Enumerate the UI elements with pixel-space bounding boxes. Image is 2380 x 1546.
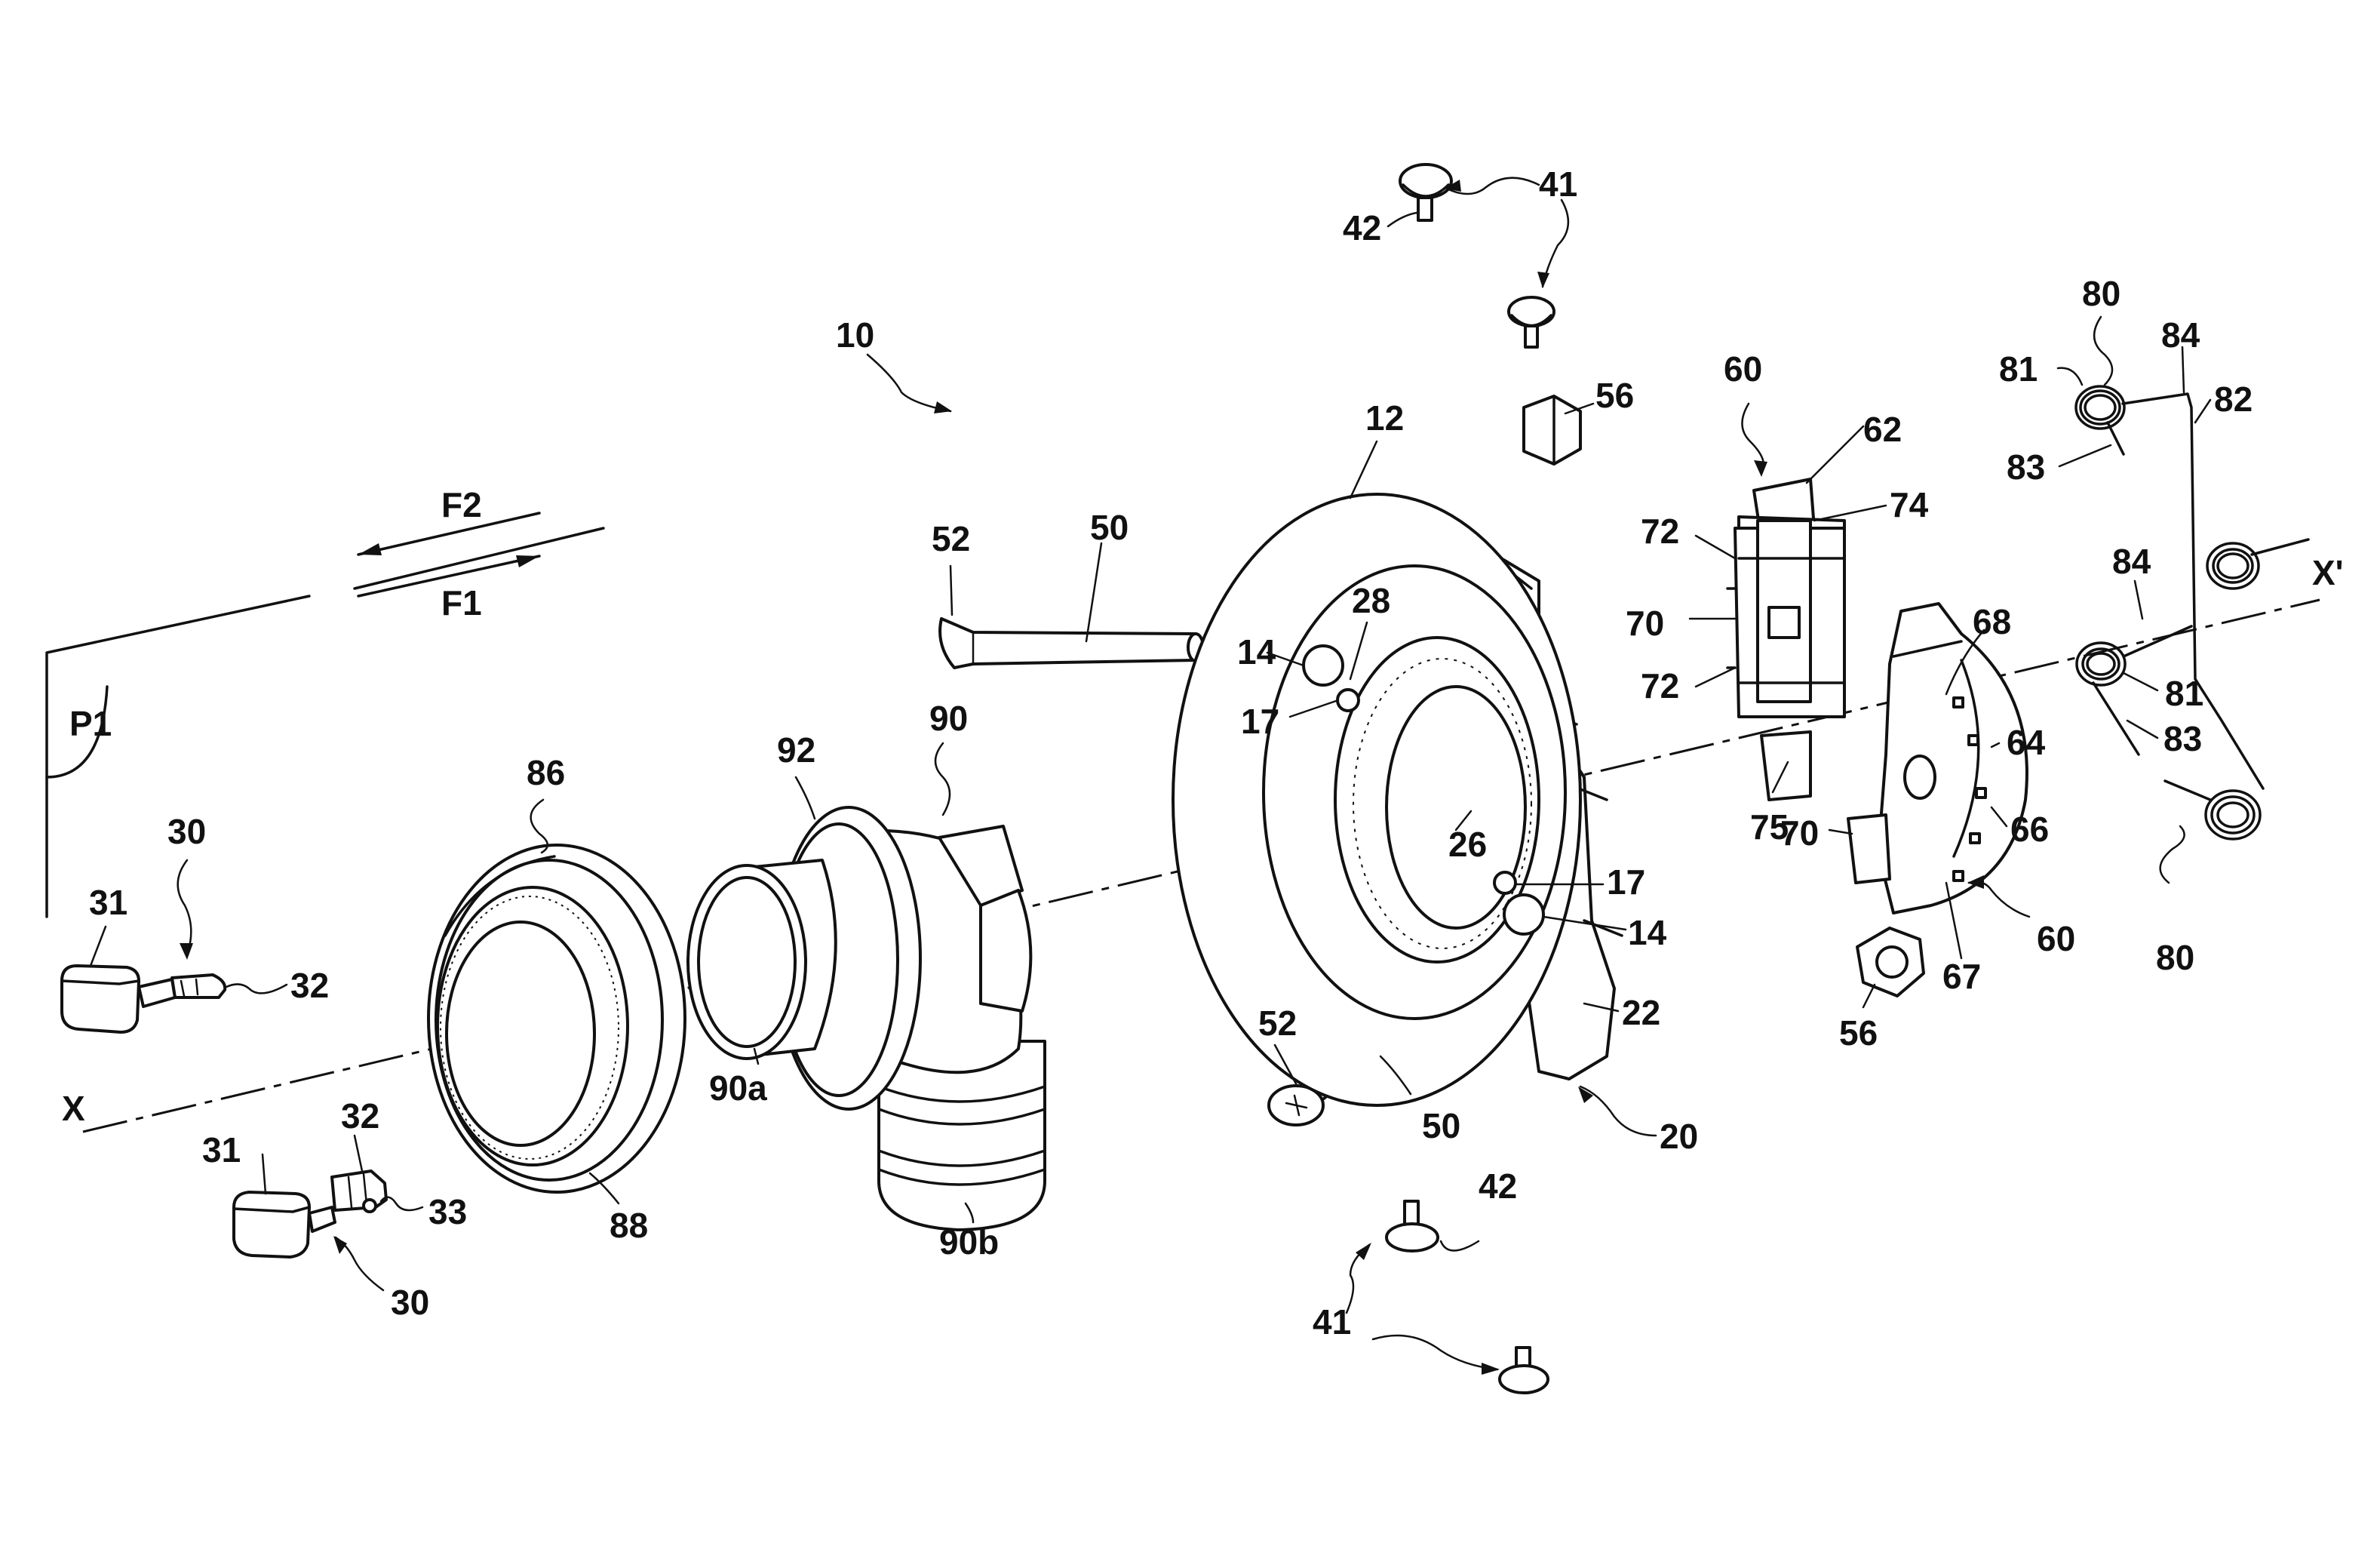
- label-80-lower: 80: [2156, 938, 2194, 977]
- key-30-upper: [62, 966, 225, 1032]
- label-p1: P1: [69, 704, 112, 743]
- elbow-fitting-90: [688, 807, 1045, 1230]
- label-83-upper: 83: [2007, 447, 2045, 487]
- label-31-lower: 31: [202, 1130, 241, 1169]
- label-41-upper: 41: [1539, 164, 1577, 204]
- label-68: 68: [1973, 602, 2011, 641]
- nut-56-upper: [1524, 396, 1580, 464]
- label-28: 28: [1352, 581, 1390, 620]
- label-x: X: [62, 1089, 85, 1128]
- label-20: 20: [1660, 1117, 1698, 1156]
- label-90b: 90b: [939, 1222, 999, 1262]
- ring-86: [428, 845, 685, 1192]
- label-30-upper: 30: [167, 812, 206, 851]
- label-26: 26: [1448, 825, 1487, 864]
- label-22: 22: [1622, 993, 1660, 1032]
- label-60-lower: 60: [2037, 919, 2075, 958]
- label-50-upper: 50: [1090, 508, 1129, 547]
- label-90: 90: [929, 699, 968, 738]
- label-10: 10: [836, 315, 874, 355]
- screw-42-mid: [1509, 297, 1554, 347]
- label-90a: 90a: [709, 1068, 767, 1108]
- label-84-lower: 84: [2112, 542, 2151, 581]
- label-42-upper: 42: [1343, 208, 1381, 247]
- pin-50-upper: [940, 619, 1203, 668]
- screw-42-upper: [1400, 164, 1451, 220]
- label-50-lower: 50: [1422, 1106, 1460, 1145]
- key-30-lower: [234, 1171, 386, 1257]
- label-70-upper: 70: [1626, 604, 1664, 643]
- nut-56-lower: [1857, 928, 1924, 996]
- label-14-upper: 14: [1237, 632, 1276, 672]
- label-84-upper: 84: [2161, 315, 2200, 355]
- label-60-upper: 60: [1724, 349, 1762, 389]
- label-42-lower: 42: [1479, 1166, 1517, 1206]
- label-32-lower: 32: [341, 1096, 379, 1136]
- label-x-prime: X': [2312, 553, 2344, 592]
- label-86: 86: [527, 753, 565, 792]
- label-52-upper: 52: [932, 519, 970, 558]
- plate-64: [1848, 604, 2027, 913]
- label-74: 74: [1890, 485, 1929, 524]
- label-14-lower: 14: [1628, 913, 1667, 952]
- label-66: 66: [2010, 810, 2049, 849]
- label-17-upper: 17: [1241, 702, 1279, 741]
- label-f1: F1: [441, 583, 482, 622]
- screw-42-lower-a: [1387, 1201, 1438, 1251]
- label-56-upper: 56: [1595, 376, 1634, 415]
- label-80-upper: 80: [2082, 274, 2121, 313]
- label-56-lower: 56: [1839, 1013, 1878, 1053]
- body-20-disc-12: [1173, 494, 1622, 1105]
- label-32-upper: 32: [290, 966, 329, 1005]
- label-64: 64: [2007, 723, 2046, 762]
- label-75: 75: [1750, 807, 1789, 847]
- label-88: 88: [610, 1206, 648, 1245]
- label-81-upper: 81: [1999, 349, 2038, 389]
- label-62: 62: [1863, 410, 1902, 449]
- label-30-lower: 30: [391, 1283, 429, 1322]
- label-31-upper: 31: [89, 883, 127, 922]
- label-17-lower: 17: [1607, 862, 1645, 902]
- label-92: 92: [777, 730, 815, 770]
- label-82: 82: [2214, 380, 2253, 419]
- label-12: 12: [1365, 398, 1404, 438]
- screw-42-lower-b: [1500, 1348, 1548, 1393]
- label-33: 33: [428, 1192, 467, 1231]
- label-72-upper: 72: [1641, 512, 1679, 551]
- label-67: 67: [1942, 957, 1981, 996]
- label-52-lower: 52: [1258, 1004, 1297, 1043]
- label-f2: F2: [441, 485, 482, 524]
- label-83-lower: 83: [2163, 719, 2202, 758]
- label-41-lower: 41: [1313, 1302, 1351, 1342]
- label-72-lower: 72: [1641, 666, 1679, 705]
- slider-60-upper: [1727, 479, 1844, 800]
- label-81-lower: 81: [2165, 674, 2203, 713]
